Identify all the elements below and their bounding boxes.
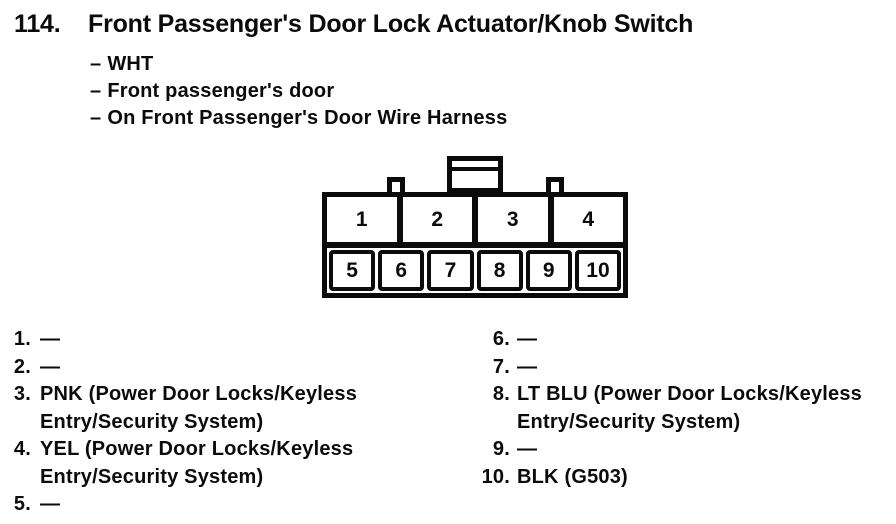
connector-pin-cell-4: 4 — [554, 197, 624, 242]
connector-pin-cell-8: 8 — [476, 250, 523, 291]
pin-value: PNK (Power Door Locks/Keyless — [40, 383, 358, 405]
pin-entry-6: 6. — — [470, 326, 862, 354]
pin-cell-label: 7 — [444, 258, 457, 282]
connector-bottom-row: 5 6 7 8 9 10 — [327, 248, 623, 293]
pin-number: 3. — [13, 383, 31, 405]
item-number: 114. — [14, 10, 61, 38]
pin-entry-1: 1. — — [13, 326, 357, 354]
pin-value: — — [40, 355, 61, 378]
pin-number: 1. — [13, 328, 31, 350]
detail-item-harness: –On Front Passenger's Door Wire Harness — [90, 105, 507, 132]
dash-mark: – — [90, 53, 102, 75]
pin-value: Entry/Security System) — [517, 410, 741, 433]
pin-entry-4-cont: Entry/Security System) — [13, 464, 357, 492]
pin-cell-label: 8 — [493, 258, 506, 282]
pin-number: 6. — [492, 328, 510, 350]
connector-key-tab-right — [546, 177, 564, 193]
pin-number: 7. — [492, 355, 510, 378]
pin-value: — — [517, 438, 538, 460]
connector-pin-cell-9: 9 — [525, 250, 572, 291]
pin-value: BLK (G503) — [517, 465, 628, 488]
pin-entry-7: 7. — — [470, 354, 862, 382]
pin-entry-10: 10. BLK (G503) — [470, 464, 862, 492]
pin-number: 4. — [13, 438, 31, 460]
detail-item-location: –Front passenger's door — [90, 78, 507, 105]
pin-entry-8: 8. LT BLU (Power Door Locks/Keyless — [470, 381, 862, 409]
pin-number: 9. — [492, 438, 510, 460]
detail-text: On Front Passenger's Door Wire Harness — [107, 107, 508, 129]
dash-mark: – — [90, 107, 102, 129]
pin-cell-label: 9 — [542, 258, 555, 282]
pin-entry-9: 9. — — [470, 436, 862, 464]
pin-cell-label: 2 — [431, 207, 444, 231]
pin-entry-8-cont: Entry/Security System) — [470, 409, 862, 437]
detail-text: Front passenger's door — [107, 80, 335, 102]
connector-pin-cell-3: 3 — [478, 197, 554, 242]
pin-value: LT BLU (Power Door Locks/Keyless — [517, 383, 862, 405]
detail-item-color: –WHT — [90, 51, 507, 78]
pin-value: Entry/Security System) — [40, 410, 264, 433]
pin-value: YEL (Power Door Locks/Keyless — [40, 438, 354, 460]
pin-list-left: 1.— 2.— 3.PNK (Power Door Locks/Keyless … — [13, 326, 357, 519]
pin-entry-5: 5. — — [13, 491, 357, 519]
pin-value: Entry/Security System) — [40, 465, 264, 488]
connector-pin-cell-6: 6 — [378, 250, 425, 291]
pin-list-right: 6. — 7. — 8. LT BLU (Power Door Locks/Keyle… — [470, 326, 862, 491]
page-title: Front Passenger's Door Lock Actuator/Kno… — [88, 10, 694, 38]
pin-value: — — [517, 355, 538, 378]
pin-cell-label: 4 — [582, 207, 595, 231]
connector-key-tab-left — [387, 177, 405, 193]
connector-latch-lip — [452, 167, 498, 171]
connector-latch — [447, 156, 503, 193]
pin-cell-label: 6 — [395, 258, 408, 282]
pin-entry-3: 3. PNK (Power Door Locks/Keyless — [13, 381, 357, 409]
detail-text: WHT — [107, 53, 154, 75]
pin-cell-label: 10 — [586, 258, 610, 282]
pin-number: 2. — [13, 355, 31, 378]
pin-cell-label: 3 — [506, 207, 519, 231]
pin-value: — — [40, 493, 61, 515]
connector-pin-cell-2: 2 — [403, 197, 478, 242]
connector-pin-cell-5: 5 — [329, 250, 376, 291]
pin-cell-label: 5 — [346, 258, 358, 282]
connector-pin-cell-10: 10 — [574, 250, 622, 291]
connector-top-row: 1 2 3 4 — [327, 197, 623, 248]
connector-shell: 1 2 3 4 5 6 7 8 9 10 — [322, 192, 628, 298]
section-header: 114. Front Passenger's Door Lock Actuator… — [14, 10, 693, 39]
pin-value: — — [517, 328, 538, 350]
pin-cell-label: 1 — [355, 207, 368, 231]
dash-mark: – — [90, 80, 102, 102]
pin-entry-4: 4. YEL (Power Door Locks/Keyless — [13, 436, 357, 464]
detail-list: –WHT –Front passenger's door –On Front P… — [90, 51, 507, 132]
connector-pin-cell-1: 1 — [327, 197, 403, 242]
pin-value: — — [40, 328, 61, 350]
pin-number: 10. — [481, 465, 510, 488]
pin-entry-2: 2. — — [13, 354, 357, 382]
pin-number: 5. — [13, 493, 31, 515]
connector-pin-cell-7: 7 — [427, 250, 474, 291]
pin-entry-3-cont: Entry/Security System) — [13, 409, 357, 437]
pin-number: 8. — [492, 383, 510, 405]
